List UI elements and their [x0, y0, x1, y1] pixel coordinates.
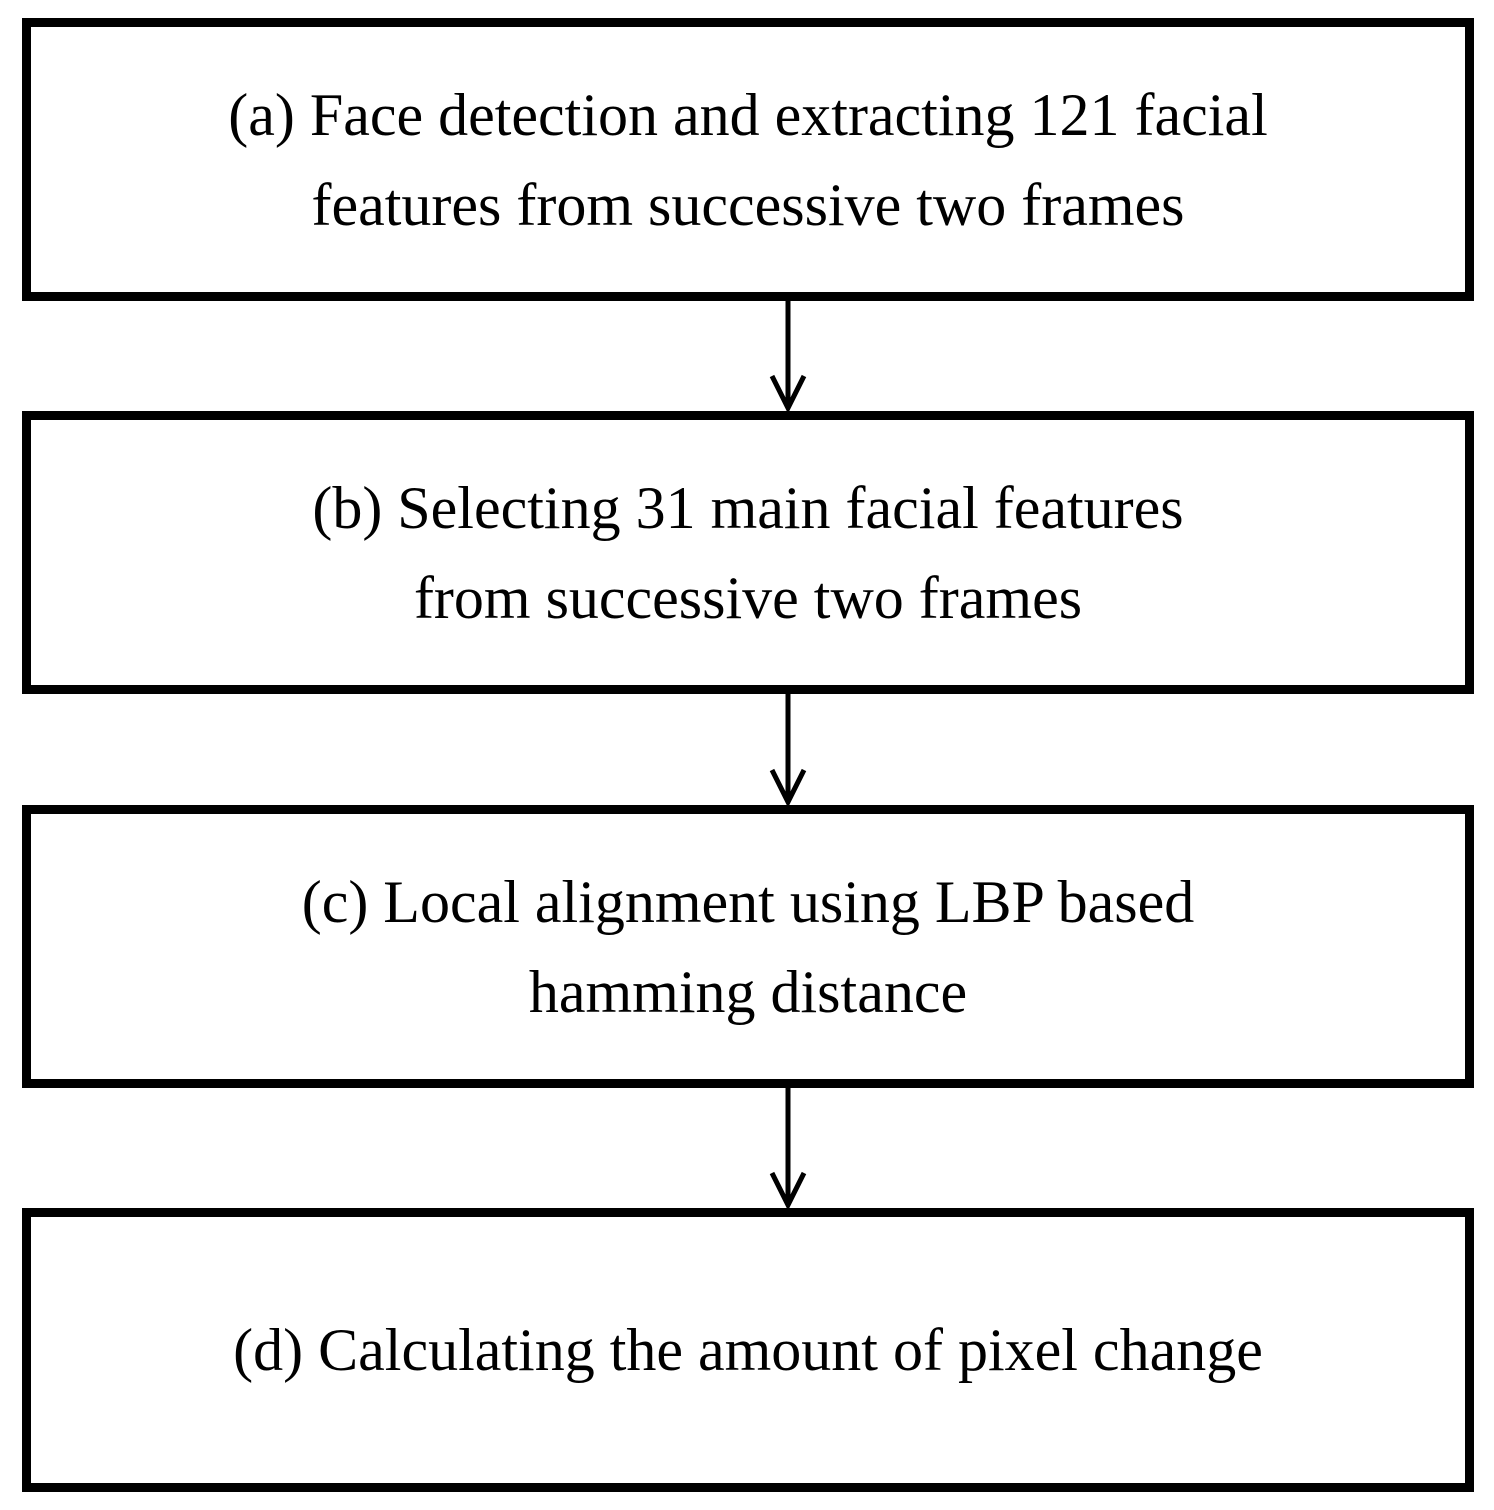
flow-arrow-b-to-c [769, 693, 807, 806]
step-c-label: (c) Local alignment using LBP based hamm… [31, 857, 1465, 1037]
step-box-c: (c) Local alignment using LBP based hamm… [22, 805, 1474, 1088]
step-a-label: (a) Face detection and extracting 121 fa… [31, 70, 1465, 250]
step-c-line1: (c) Local alignment using LBP based [301, 868, 1195, 935]
step-a-line1: (a) Face detection and extracting 121 fa… [228, 81, 1268, 148]
step-b-line1: (b) Selecting 31 main facial features [312, 474, 1184, 541]
arrow-head-icon [769, 1171, 807, 1209]
step-b-line2: from successive two frames [413, 564, 1083, 631]
flow-arrow-c-to-d [769, 1087, 807, 1209]
step-a-line2: features from successive two frames [311, 171, 1185, 238]
step-box-a: (a) Face detection and extracting 121 fa… [22, 18, 1474, 301]
arrow-head-icon [769, 374, 807, 412]
step-d-line1: (d) Calculating the amount of pixel chan… [233, 1317, 1263, 1383]
flow-arrow-a-to-b [769, 300, 807, 412]
step-b-label: (b) Selecting 31 main facial features fr… [31, 463, 1465, 643]
step-d-label: (d) Calculating the amount of pixel chan… [31, 1305, 1465, 1395]
step-c-line2: hamming distance [528, 958, 968, 1025]
step-box-b: (b) Selecting 31 main facial features fr… [22, 411, 1474, 694]
arrow-head-icon [769, 768, 807, 806]
step-box-d: (d) Calculating the amount of pixel chan… [22, 1208, 1474, 1492]
